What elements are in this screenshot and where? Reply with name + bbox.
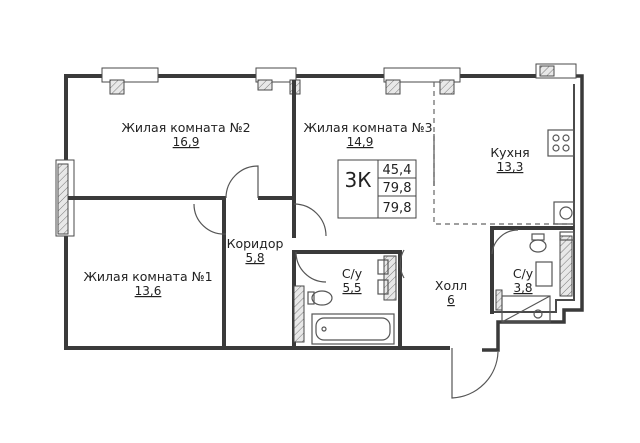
room-label-living3: Жилая комната №3 [303, 120, 432, 135]
interior-walls [68, 80, 574, 346]
room-area-bath2: 3,8 [513, 281, 532, 295]
total-area: 79,8 [383, 181, 412, 196]
outer-walls [64, 74, 584, 352]
area-summary: 3К 45,4 79,8 79,8 [337, 159, 417, 219]
rooms-count: 3К [345, 168, 372, 192]
room-label-bath1: С/у [342, 266, 363, 281]
room-area-corridor: 5,8 [245, 251, 264, 265]
room-area-bath1: 5,5 [342, 281, 361, 295]
room-label-corridor: Коридор [227, 236, 284, 251]
doors [193, 165, 519, 399]
room-labels: Жилая комната №2 16,9 Жилая комната №3 1… [83, 120, 533, 307]
living-area: 45,4 [383, 163, 412, 178]
room-area-living3: 14,9 [347, 135, 374, 149]
kitchen-boundary [433, 82, 574, 225]
room-area-hall: 6 [447, 293, 455, 307]
room-label-living2: Жилая комната №2 [121, 120, 250, 135]
fixtures [307, 129, 575, 345]
room-label-living1: Жилая комната №1 [83, 269, 212, 284]
room-area-living2: 16,9 [173, 135, 200, 149]
room-label-bath2: С/у [513, 266, 534, 281]
room-area-living1: 13,6 [135, 284, 162, 298]
room-label-kitchen: Кухня [490, 145, 529, 160]
room-area-kitchen: 13,3 [497, 160, 524, 174]
room-label-hall: Холл [435, 278, 467, 293]
total-area-2: 79,8 [383, 201, 412, 216]
